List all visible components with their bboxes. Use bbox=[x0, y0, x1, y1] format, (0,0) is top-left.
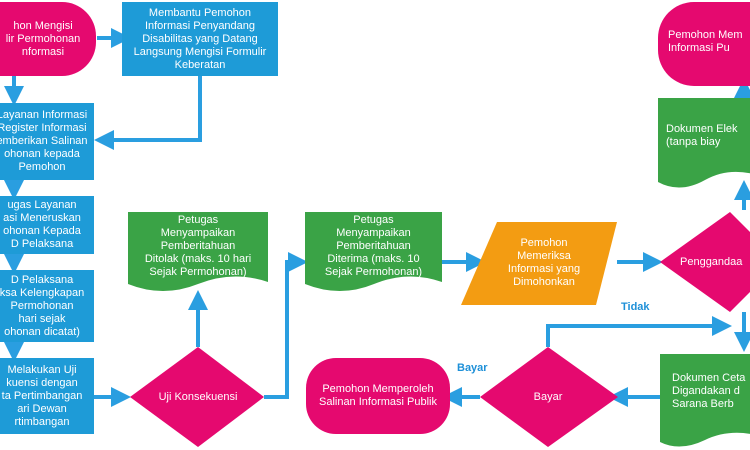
node-menerima-shape bbox=[658, 2, 750, 86]
node-memperoleh-shape bbox=[306, 358, 450, 434]
arrow-membantu-to-register bbox=[94, 76, 202, 150]
arrow-konsekuensi-to-diterima bbox=[264, 252, 308, 399]
arrow-bayar-to-penggandaan bbox=[546, 316, 732, 347]
edge-label-tidak: Tidak bbox=[621, 301, 650, 313]
node-memperoleh-label: Pemohon Memperoleh Salinan Informasi Pub… bbox=[318, 383, 437, 408]
node-konsekuensi-label: Uji Konsekuensi bbox=[158, 390, 238, 403]
node-pelaksana-shape bbox=[0, 270, 94, 342]
node-register-label: Layanan Informasi Register Informasi emb… bbox=[0, 109, 88, 173]
node-elektronik-shape bbox=[658, 98, 750, 188]
node-uji-shape bbox=[0, 358, 94, 434]
node-penggandaan-shape bbox=[660, 212, 750, 312]
node-meneruskan-label: ugas Layanan asi Meneruskan ohonan Kepad… bbox=[3, 199, 81, 250]
node-register-shape bbox=[0, 103, 94, 180]
node-konsekuensi-shape bbox=[130, 347, 264, 447]
node-penggandaan-label: Penggandaa bbox=[680, 255, 743, 268]
node-elektronik-label: Dokumen Elek (tanpa biay bbox=[666, 123, 738, 148]
node-pemohon-mengisi-shape bbox=[0, 2, 96, 76]
node-membantu-label: Membantu Pemohon Informasi Penyandang Di… bbox=[133, 6, 267, 71]
node-diterima-label: Petugas Menyampaikan Pemberitahuan Diter… bbox=[324, 213, 423, 278]
node-bayar-shape bbox=[480, 347, 618, 447]
node-membantu-shape bbox=[122, 2, 278, 76]
connectors bbox=[4, 28, 750, 407]
node-menerima-label: Pemohon Mem Informasi Pu bbox=[668, 29, 743, 54]
node-memeriksa-label: Pemohon Memeriksa Informasi yang Dimohon… bbox=[507, 237, 581, 288]
node-cetak-label: Dokumen Ceta Digandakan d Sarana Berb bbox=[672, 371, 746, 410]
edge-label-bayar: Bayar bbox=[457, 362, 488, 374]
node-memeriksa-shape bbox=[461, 222, 617, 305]
node-meneruskan-shape bbox=[0, 196, 94, 254]
node-ditolak-shape bbox=[128, 212, 268, 291]
node-ditolak-label: Petugas Menyampaikan Pemberitahuan Ditol… bbox=[144, 213, 252, 278]
node-pemohon-mengisi-label: hon Mengisi lir Permohonan nformasi bbox=[5, 19, 81, 58]
node-bayar-label: Bayar bbox=[533, 390, 563, 403]
node-uji-label: Melakukan Uji kuensi dengan ta Pertimban… bbox=[1, 363, 83, 428]
node-pelaksana-label: D Pelaksana ksa Kelengkapan Permohonan h… bbox=[0, 273, 85, 338]
node-cetak-shape bbox=[660, 354, 750, 447]
node-diterima-shape bbox=[305, 212, 442, 291]
